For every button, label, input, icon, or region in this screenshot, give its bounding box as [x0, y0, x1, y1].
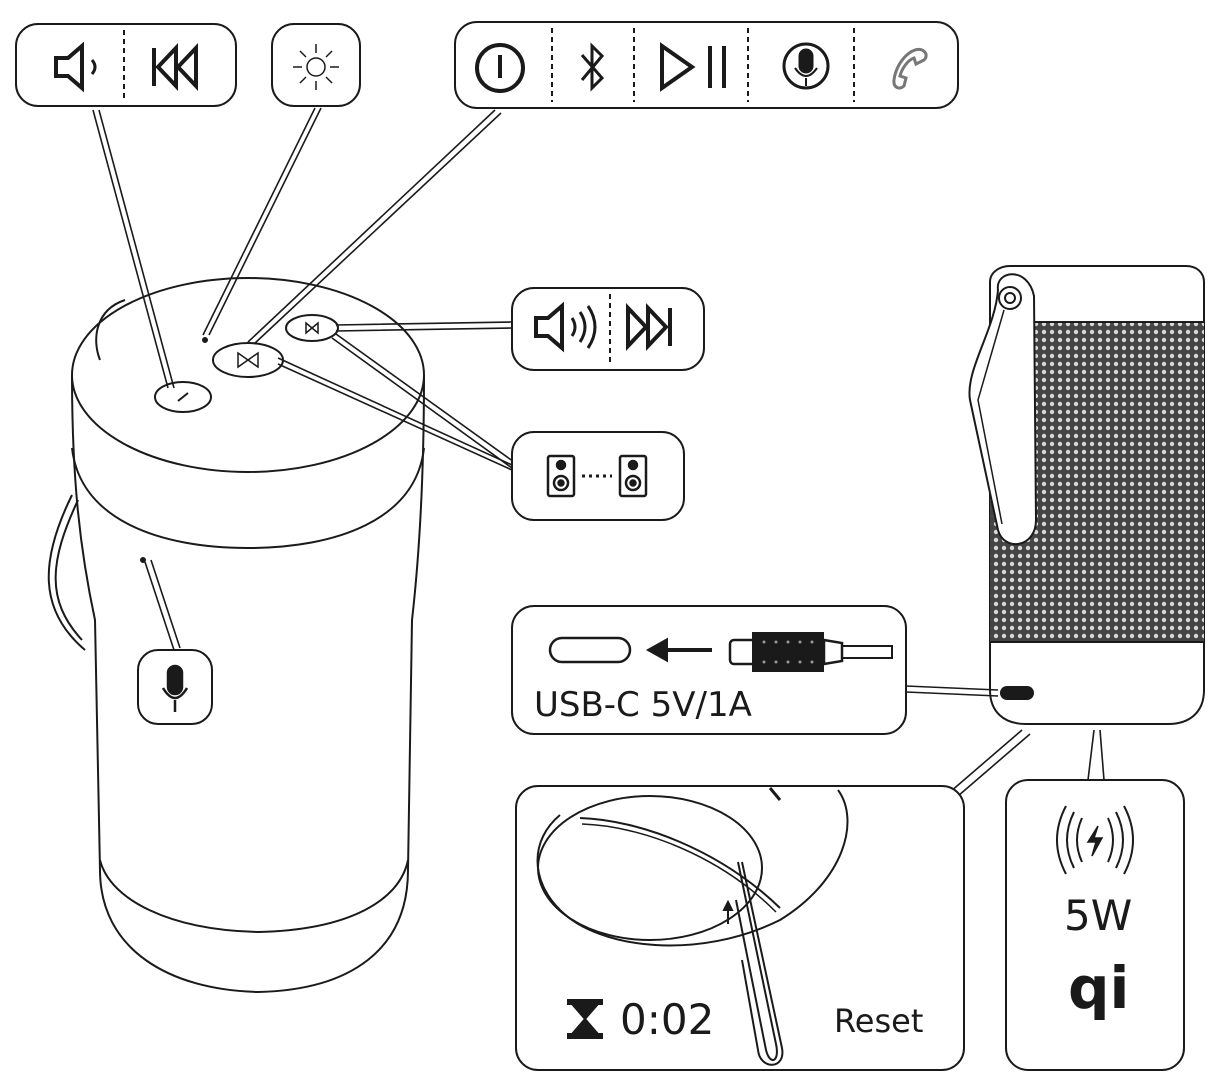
voice-assistant-icon	[782, 42, 830, 90]
volume-down-button	[154, 381, 212, 413]
power-icon	[475, 43, 525, 93]
usb-c-plug-icon	[728, 632, 893, 672]
speaker-right	[968, 265, 1205, 725]
stereo-pair-icon	[546, 454, 648, 498]
mic-hole	[140, 557, 146, 563]
usb-c-port-icon	[548, 636, 632, 664]
wireless-power: 5W	[1064, 891, 1132, 940]
light-sensor-dot	[202, 337, 208, 343]
panel-volume-up	[511, 287, 705, 371]
phone-icon	[892, 47, 928, 90]
panel-main-controls	[454, 21, 959, 109]
previous-track-icon	[152, 42, 198, 92]
speaker-top	[71, 277, 425, 473]
volume-down-icon	[54, 41, 97, 93]
bluetooth-icon	[580, 42, 605, 92]
volume-up-button	[285, 314, 339, 342]
speaker-body	[71, 374, 425, 994]
panel-reset: 0:02 Reset	[515, 785, 965, 1071]
microphone-icon	[161, 664, 189, 712]
qi-logo: qi	[1068, 954, 1129, 1022]
speaker-strap	[54, 299, 126, 641]
usb-c-port	[1000, 686, 1034, 700]
panel-volume-down	[15, 23, 237, 107]
light-icon	[293, 44, 339, 90]
panel-wireless-charging: 5W qi	[1005, 779, 1185, 1071]
leader-lines-left	[92, 107, 515, 651]
panel-usb-c: USB-C 5V/1A	[511, 605, 907, 735]
hourglass-icon	[567, 999, 603, 1039]
arrow-up-icon	[722, 899, 734, 924]
play-pause-icon	[660, 42, 726, 92]
reset-label: Reset	[834, 1002, 923, 1040]
leader-lines-right	[905, 685, 1105, 797]
panel-light	[271, 23, 361, 107]
usb-c-label: USB-C 5V/1A	[534, 685, 752, 725]
arrow-left-icon	[645, 637, 712, 663]
wireless-charging-icon	[1056, 805, 1134, 875]
panel-stereo-pair	[511, 431, 685, 521]
speaker-left	[47, 277, 425, 994]
panel-microphone	[137, 649, 213, 725]
next-track-icon	[626, 302, 672, 352]
reset-time: 0:02	[620, 995, 714, 1044]
speaker-right-strap	[968, 273, 1038, 546]
paperclip-icon	[735, 861, 784, 1066]
volume-up-icon	[534, 301, 597, 353]
